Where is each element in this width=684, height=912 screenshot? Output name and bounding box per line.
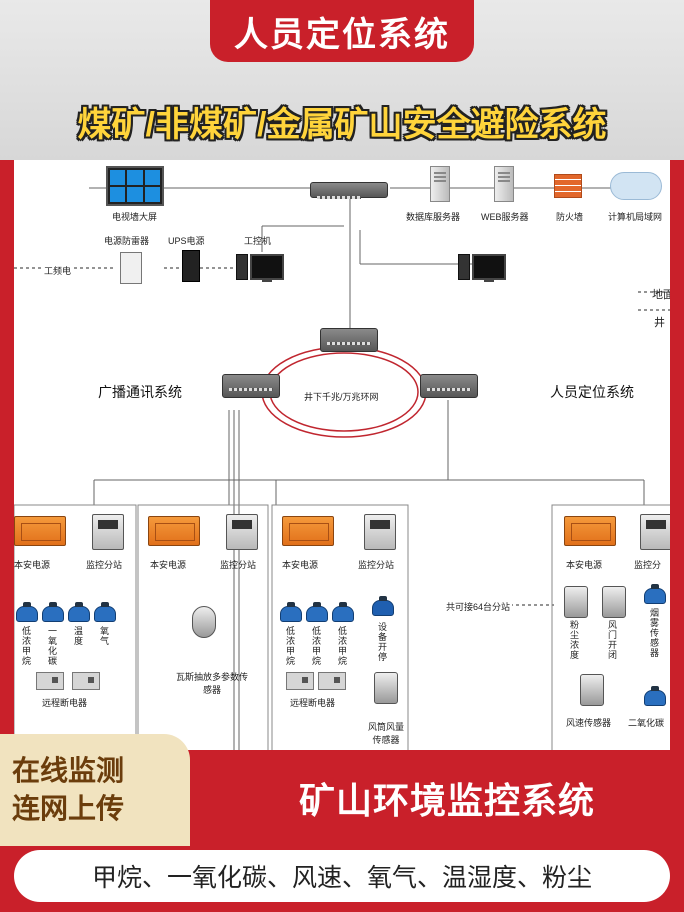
sub-c-breaker-label: 远程断电器	[290, 698, 336, 708]
video-wall-icon	[106, 166, 164, 206]
sub-b-power-label: 本安电源	[150, 560, 187, 570]
sub-a-power-label: 本安电源	[14, 560, 51, 570]
broadcast-system-label: 广播通讯系统	[98, 384, 182, 400]
ring-switch-left-icon	[222, 374, 280, 398]
power-label: 工频电	[42, 264, 74, 277]
sub-c-sensor-1-label: 低浓甲烷	[286, 626, 296, 666]
co2-sensor-label: 二氧化碳	[628, 718, 665, 728]
ipc-label: 工控机	[244, 236, 272, 246]
video-wall-label: 电视墙大屏	[112, 212, 158, 222]
dust-sensor-label: 粉尘浓度	[570, 620, 580, 660]
client-monitor-icon	[472, 254, 506, 282]
web-server-icon	[494, 166, 514, 202]
sub-a-sensor-2-icon	[42, 602, 64, 622]
sub-a-station-icon	[92, 514, 124, 550]
sub-a-sensor-1-label: 低浓甲烷	[22, 626, 32, 666]
sub-d-station-icon	[640, 514, 670, 550]
surface-edge-label: 地面	[652, 289, 670, 301]
db-server-icon	[430, 166, 450, 202]
sub-c-sensor-3-label: 低浓甲烷	[338, 626, 348, 666]
footer-pill: 甲烷、一氧化碳、风速、氧气、温湿度、粉尘	[14, 850, 670, 902]
sub-b-power-icon	[148, 516, 200, 546]
gas-sensor-label: 瓦斯抽放多参数传感器	[175, 672, 248, 695]
ipc-monitor-icon	[250, 254, 284, 282]
ups-icon	[182, 250, 200, 282]
equip-switch-label: 设备开停	[378, 622, 388, 662]
feature-line-2: 连网上传	[12, 793, 125, 824]
sub-c-station-label: 监控分站	[358, 560, 395, 570]
sub-c-power-label: 本安电源	[282, 560, 319, 570]
connect-note: 共可接64台分站	[444, 600, 513, 613]
sub-b-station-icon	[226, 514, 258, 550]
cloud-icon	[610, 172, 662, 200]
diagram-lines	[14, 187, 670, 750]
system-diagram: 电视墙大屏 数据库服务器 WEB服务器 防火墙 计算机局域网 电源防雷器 UPS…	[14, 160, 670, 750]
gas-sensor-icon	[192, 606, 216, 638]
ring-switch-top-icon	[320, 328, 378, 352]
sub-d-station-label: 监控分	[634, 560, 662, 570]
sub-a-sensor-2-label: 一氧化碳	[48, 626, 58, 666]
spd-icon	[120, 252, 142, 284]
door-sensor-label: 风门开闭	[608, 620, 618, 660]
smoke-sensor-label: 烟雾传感器	[650, 608, 660, 658]
ring-switch-right-icon	[420, 374, 478, 398]
dust-sensor-icon	[564, 586, 588, 618]
feature-tag: 在线监测 连网上传	[0, 734, 190, 846]
sub-c-sensor-2-icon	[306, 602, 328, 622]
sub-c-breaker-1-icon	[286, 672, 314, 690]
sub-a-breaker-1-icon	[36, 672, 64, 690]
web-server-label: WEB服务器	[481, 212, 529, 222]
sub-d-power-icon	[564, 516, 616, 546]
duct-sensor-label: 风筒风量传感器	[367, 722, 404, 745]
sub-c-sensor-3-icon	[332, 602, 354, 622]
sub-c-station-icon	[364, 514, 396, 550]
ring-network-label: 井下千兆/万兆环网	[304, 392, 379, 402]
page-subtitle: 煤矿/非煤矿/金属矿山安全避险系统	[77, 105, 607, 144]
spd-label: 电源防雷器	[104, 236, 150, 246]
feature-line-1: 在线监测	[12, 755, 125, 786]
sub-a-breaker-label: 远程断电器	[42, 698, 88, 708]
sub-a-breaker-2-icon	[72, 672, 100, 690]
ipc-tower-icon	[236, 254, 248, 280]
sub-a-sensor-4-label: 氧气	[100, 626, 110, 646]
sub-c-power-icon	[282, 516, 334, 546]
sub-c-breaker-2-icon	[318, 672, 346, 690]
underground-edge-label: 井	[654, 317, 665, 329]
sub-a-sensor-1-icon	[16, 602, 38, 622]
sub-a-power-icon	[14, 516, 66, 546]
equip-switch-sensor-icon	[372, 596, 394, 616]
sub-c-sensor-1-icon	[280, 602, 302, 622]
lan-label: 计算机局域网	[608, 212, 663, 222]
sub-b-station-label: 监控分站	[220, 560, 257, 570]
duct-sensor-icon	[374, 672, 398, 704]
sub-a-station-label: 监控分站	[86, 560, 123, 570]
page-title: 人员定位系统	[210, 0, 474, 62]
sub-a-sensor-3-icon	[68, 602, 90, 622]
sub-a-sensor-4-icon	[94, 602, 116, 622]
co2-sensor-icon	[644, 686, 666, 706]
db-server-label: 数据库服务器	[406, 212, 461, 222]
bottom-title: 矿山环境监控系统	[298, 780, 595, 821]
ups-label: UPS电源	[168, 236, 205, 246]
firewall-icon	[554, 174, 582, 198]
core-switch-icon	[310, 182, 388, 199]
door-sensor-icon	[602, 586, 626, 618]
sub-a-sensor-3-label: 温度	[74, 626, 84, 646]
wind-sensor-label: 风速传感器	[566, 718, 612, 728]
sub-c-sensor-2-label: 低浓甲烷	[312, 626, 322, 666]
positioning-system-label: 人员定位系统	[550, 384, 634, 400]
smoke-sensor-icon	[644, 584, 666, 604]
firewall-label: 防火墙	[556, 212, 584, 222]
wind-sensor-icon	[580, 674, 604, 706]
sub-d-power-label: 本安电源	[566, 560, 603, 570]
client-tower-icon	[458, 254, 470, 280]
